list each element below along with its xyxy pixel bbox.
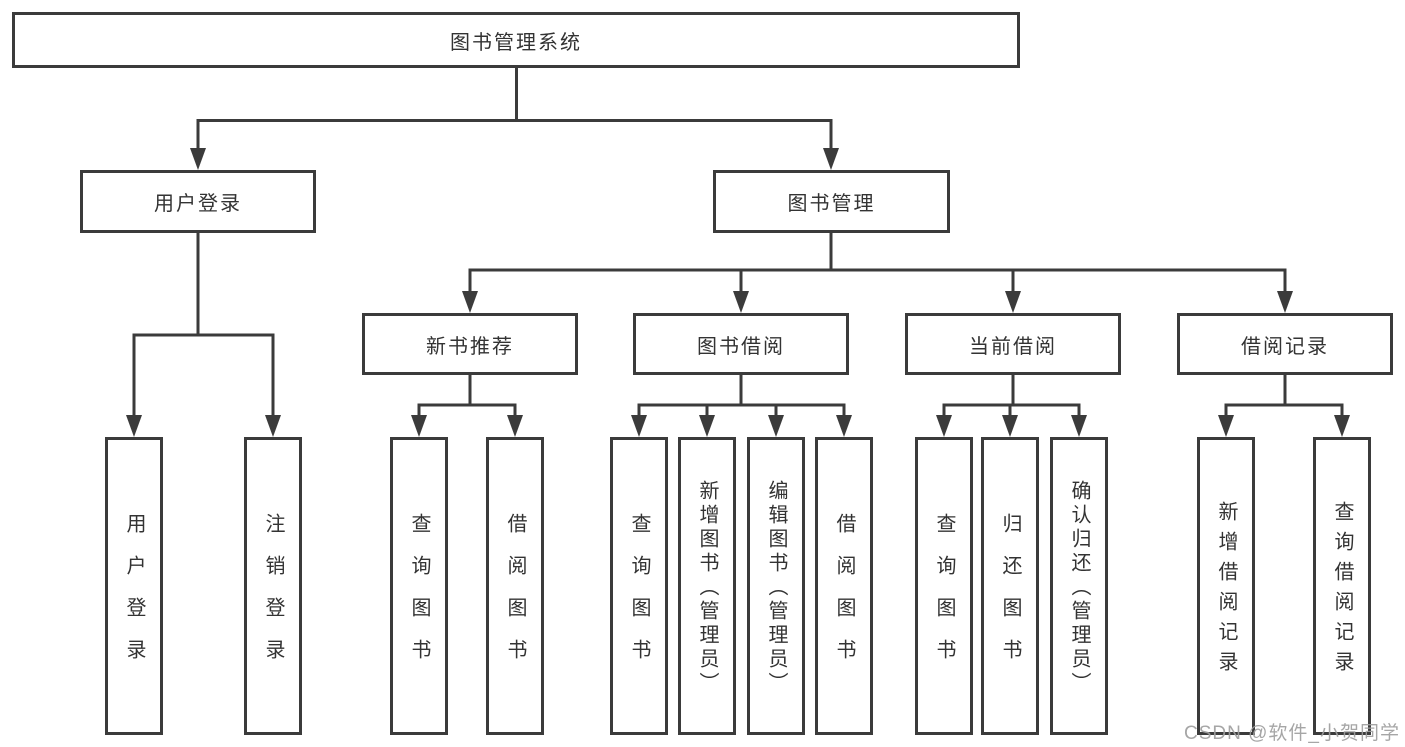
leaf-edit-book-admin-label: 编辑图书（管理员） [765, 480, 787, 696]
node-borrow-records: 借阅记录 [1177, 313, 1393, 375]
leaf-query-book-2-label: 查询图书 [628, 513, 650, 681]
node-user-login-label: 用户登录 [154, 193, 242, 215]
node-book-borrow: 图书借阅 [633, 313, 849, 375]
connector-current-borrow-leaves [942, 375, 1081, 417]
arrowheads-level3 [462, 291, 1293, 313]
leaf-borrow-book-2: 借阅图书 [815, 437, 873, 735]
leaf-query-borrow-record-label: 查询借阅记录 [1331, 501, 1353, 681]
leaf-borrow-book-2-label: 借阅图书 [833, 513, 855, 681]
leaf-user-login-label: 用户登录 [123, 513, 145, 681]
leaf-borrow-book-1-label: 借阅图书 [504, 513, 526, 681]
node-new-book-recommend: 新书推荐 [362, 313, 578, 375]
leaf-return-book-label: 归还图书 [999, 513, 1021, 681]
leaf-confirm-return-admin: 确认归还（管理员） [1050, 437, 1108, 735]
node-current-borrow-label: 当前借阅 [969, 335, 1057, 358]
connector-book-borrow-leaves [637, 375, 846, 417]
leaf-borrow-book-1: 借阅图书 [486, 437, 544, 735]
leaf-edit-book-admin: 编辑图书（管理员） [747, 437, 805, 735]
arrowheads-new-book-leaves [411, 415, 523, 437]
leaf-return-book: 归还图书 [981, 437, 1039, 735]
connector-root-to-level2 [196, 68, 833, 150]
node-book-borrow-label: 图书借阅 [697, 335, 785, 358]
leaf-logout-label: 注销登录 [262, 513, 284, 681]
arrowheads-borrow-record-leaves [1218, 415, 1350, 437]
leaf-add-borrow-record-label: 新增借阅记录 [1215, 501, 1237, 681]
connector-borrow-record-leaves [1224, 375, 1344, 417]
csdn-watermark: CSDN @软件_小贺同学 [1184, 723, 1400, 744]
leaf-add-book-admin: 新增图书（管理员） [678, 437, 736, 735]
node-current-borrow: 当前借阅 [905, 313, 1121, 375]
arrowheads-book-borrow-leaves [631, 415, 852, 437]
leaf-user-login: 用户登录 [105, 437, 163, 735]
node-root-label: 图书管理系统 [450, 31, 582, 54]
node-root: 图书管理系统 [12, 12, 1020, 68]
connector-book-mgmt-to-level3 [468, 233, 1287, 293]
leaf-add-borrow-record: 新增借阅记录 [1197, 437, 1255, 735]
node-borrow-records-label: 借阅记录 [1241, 335, 1329, 358]
leaf-confirm-return-admin-label: 确认归还（管理员） [1068, 480, 1090, 696]
node-new-book-recommend-label: 新书推荐 [426, 335, 514, 358]
arrowheads-current-borrow-leaves [936, 415, 1087, 437]
leaf-query-book-1: 查询图书 [390, 437, 448, 735]
leaf-query-book-3-label: 查询图书 [933, 513, 955, 681]
arrowheads-level2 [190, 148, 839, 170]
leaf-query-book-3: 查询图书 [915, 437, 973, 735]
arrowheads-user-login-leaves [126, 415, 281, 437]
leaf-add-book-admin-label: 新增图书（管理员） [696, 480, 718, 696]
leaf-query-book-1-label: 查询图书 [408, 513, 430, 681]
node-book-management-label: 图书管理 [787, 193, 876, 215]
node-user-login: 用户登录 [80, 170, 316, 233]
leaf-query-book-2: 查询图书 [610, 437, 668, 735]
node-book-management: 图书管理 [713, 170, 950, 233]
connector-new-book-leaves [417, 375, 517, 417]
leaf-logout: 注销登录 [244, 437, 302, 735]
leaf-query-borrow-record: 查询借阅记录 [1313, 437, 1371, 735]
connector-user-login-branch [132, 233, 275, 417]
